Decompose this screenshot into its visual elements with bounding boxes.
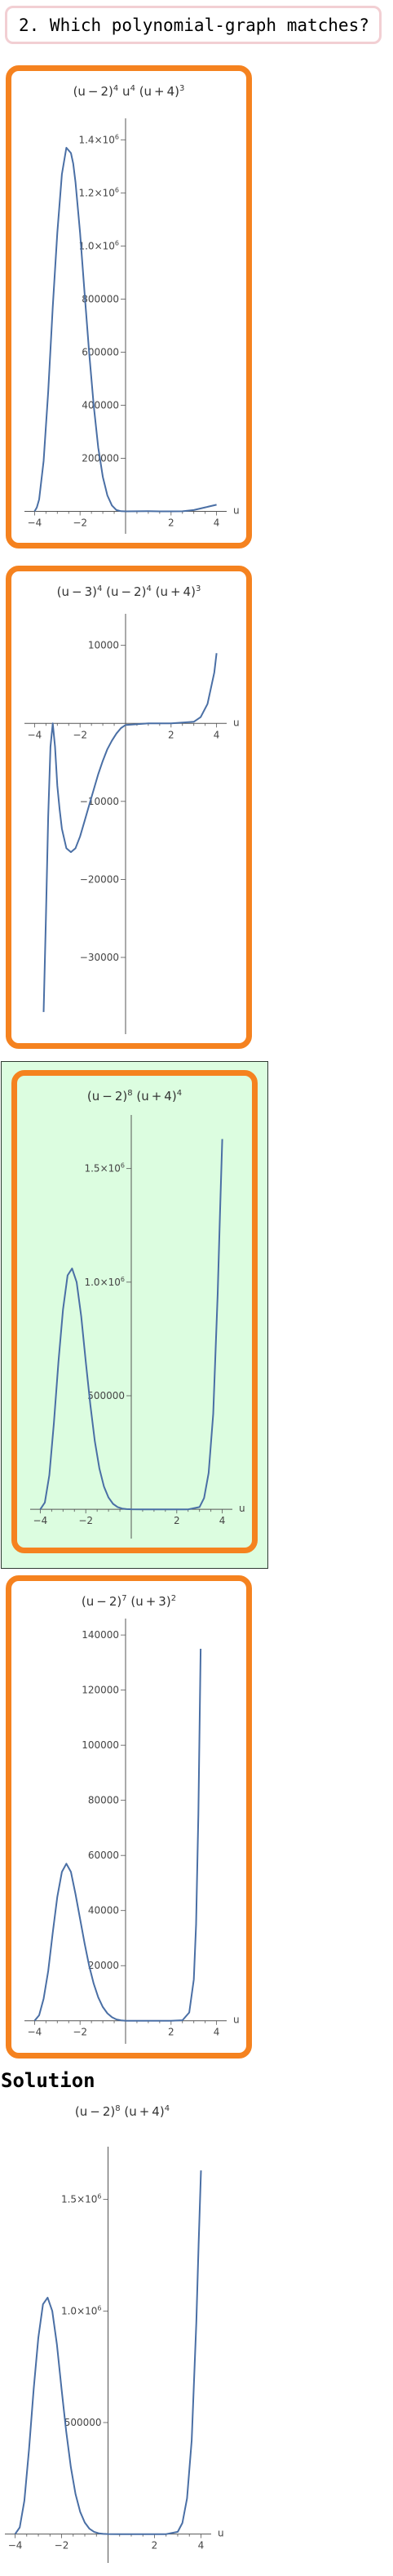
chart-title: (u − 2)4 u4 (u + 4)3: [73, 84, 185, 99]
y-tick-label: 40000: [88, 1905, 119, 1916]
polynomial-curve: [33, 147, 217, 513]
x-tick-label: −4: [28, 2027, 42, 2038]
y-tick-label: 60000: [88, 1850, 119, 1861]
y-tick-label: −20000: [80, 873, 119, 885]
solution-chart-container: (u − 2)8 (u + 4)4 u −4 −2 2 4 500000 1.0×106 1.5…: [0, 2098, 245, 2576]
x-tick-label: 2: [168, 2027, 174, 2038]
question-text: 2. Which polynomial-graph matches?: [19, 15, 369, 35]
y-tick-label: 400000: [82, 399, 119, 411]
x-tick-label: −4: [28, 729, 42, 740]
y-tick-label: 1.4×106: [78, 133, 119, 145]
x-tick-label: 2: [152, 2540, 158, 2552]
x-tick-label: −2: [73, 517, 87, 528]
x-tick-label: 4: [198, 2540, 205, 2552]
y-tick-label: 500000: [87, 1390, 125, 1401]
x-tick-label: 2: [168, 729, 174, 740]
option-card-4[interactable]: (u − 2)7 (u + 3)2 u −4 −2 2 4 20000 40000 60000 8…: [6, 1575, 252, 2059]
question-prompt: 2. Which polynomial-graph matches?: [5, 6, 382, 44]
y-tick-label: 80000: [88, 1795, 119, 1806]
y-tick-label: 800000: [82, 293, 119, 304]
x-axis-label: u: [218, 2528, 224, 2539]
polynomial-curve: [39, 1139, 223, 1511]
option-card-2[interactable]: (u − 3)4 (u − 2)4 (u + 4)3 u −4 −2 2 4 −30000 −…: [6, 566, 252, 1049]
y-tick-label: −30000: [80, 952, 119, 963]
x-tick-label: −2: [55, 2540, 69, 2552]
polynomial-curve: [33, 1648, 202, 2022]
y-tick-label: 20000: [88, 1960, 119, 1971]
x-tick-label: 2: [168, 517, 174, 528]
x-tick-label: 4: [214, 2027, 220, 2038]
y-tick-label: 1.0×106: [78, 239, 119, 251]
solution-chart: (u − 2)8 (u + 4)4 u −4 −2 2 4 500000 1.0×106 1.5…: [5, 2104, 224, 2563]
y-tick-label: 1.0×106: [84, 1276, 125, 1288]
y-tick-label: 1.5×106: [84, 1162, 125, 1175]
y-tick-label: 140000: [82, 1629, 119, 1641]
chart-title: (u − 3)4 (u − 2)4 (u + 4)3: [57, 584, 201, 599]
option-4-chart: (u − 2)7 (u + 3)2 u −4 −2 2 4 20000 40000 60000 8…: [24, 1594, 240, 2044]
option-3-chart: (u − 2)8 (u + 4)4 u −4 −2 2 4 500000 1.0×106 1.5…: [30, 1089, 245, 1539]
x-tick-label: 4: [214, 517, 220, 528]
x-tick-label: −2: [73, 2027, 87, 2038]
x-axis-label: u: [233, 504, 240, 516]
y-tick-label: −10000: [80, 796, 119, 807]
chart-title: (u − 2)8 (u + 4)4: [75, 2104, 170, 2119]
solution-heading: Solution: [1, 2069, 95, 2092]
polynomial-curve: [14, 2170, 202, 2535]
y-tick-label: 120000: [82, 1685, 119, 1696]
y-tick-label: 1.2×106: [78, 186, 119, 198]
y-tick-label: 10000: [88, 640, 119, 651]
x-axis-label: u: [233, 717, 240, 728]
x-tick-label: −4: [28, 517, 42, 528]
x-tick-label: 4: [214, 729, 220, 740]
y-tick-label: 1.0×106: [61, 2304, 102, 2316]
option-2-chart: (u − 3)4 (u − 2)4 (u + 4)3 u −4 −2 2 4 −30000 −…: [24, 584, 240, 1034]
x-tick-label: −4: [8, 2540, 23, 2552]
y-tick-label: 1.5×106: [61, 2193, 102, 2205]
x-tick-label: −2: [73, 729, 87, 740]
polynomial-curve: [42, 653, 218, 1012]
option-card-3-selected[interactable]: (u − 2)8 (u + 4)4 u −4 −2 2 4 500000 1.0×106 1.5…: [11, 1070, 258, 1553]
x-axis-label: u: [239, 1503, 245, 1514]
x-tick-label: −4: [33, 1515, 48, 1526]
x-tick-label: 2: [174, 1515, 180, 1526]
y-tick-label: 600000: [82, 346, 119, 358]
x-tick-label: −2: [78, 1515, 93, 1526]
chart-title: (u − 2)7 (u + 3)2: [82, 1594, 176, 1609]
x-tick-label: 4: [219, 1515, 226, 1526]
y-tick-label: 500000: [64, 2417, 102, 2428]
x-axis-label: u: [233, 2014, 240, 2026]
y-tick-label: 100000: [82, 1739, 119, 1751]
chart-title: (u − 2)8 (u + 4)4: [87, 1089, 182, 1104]
